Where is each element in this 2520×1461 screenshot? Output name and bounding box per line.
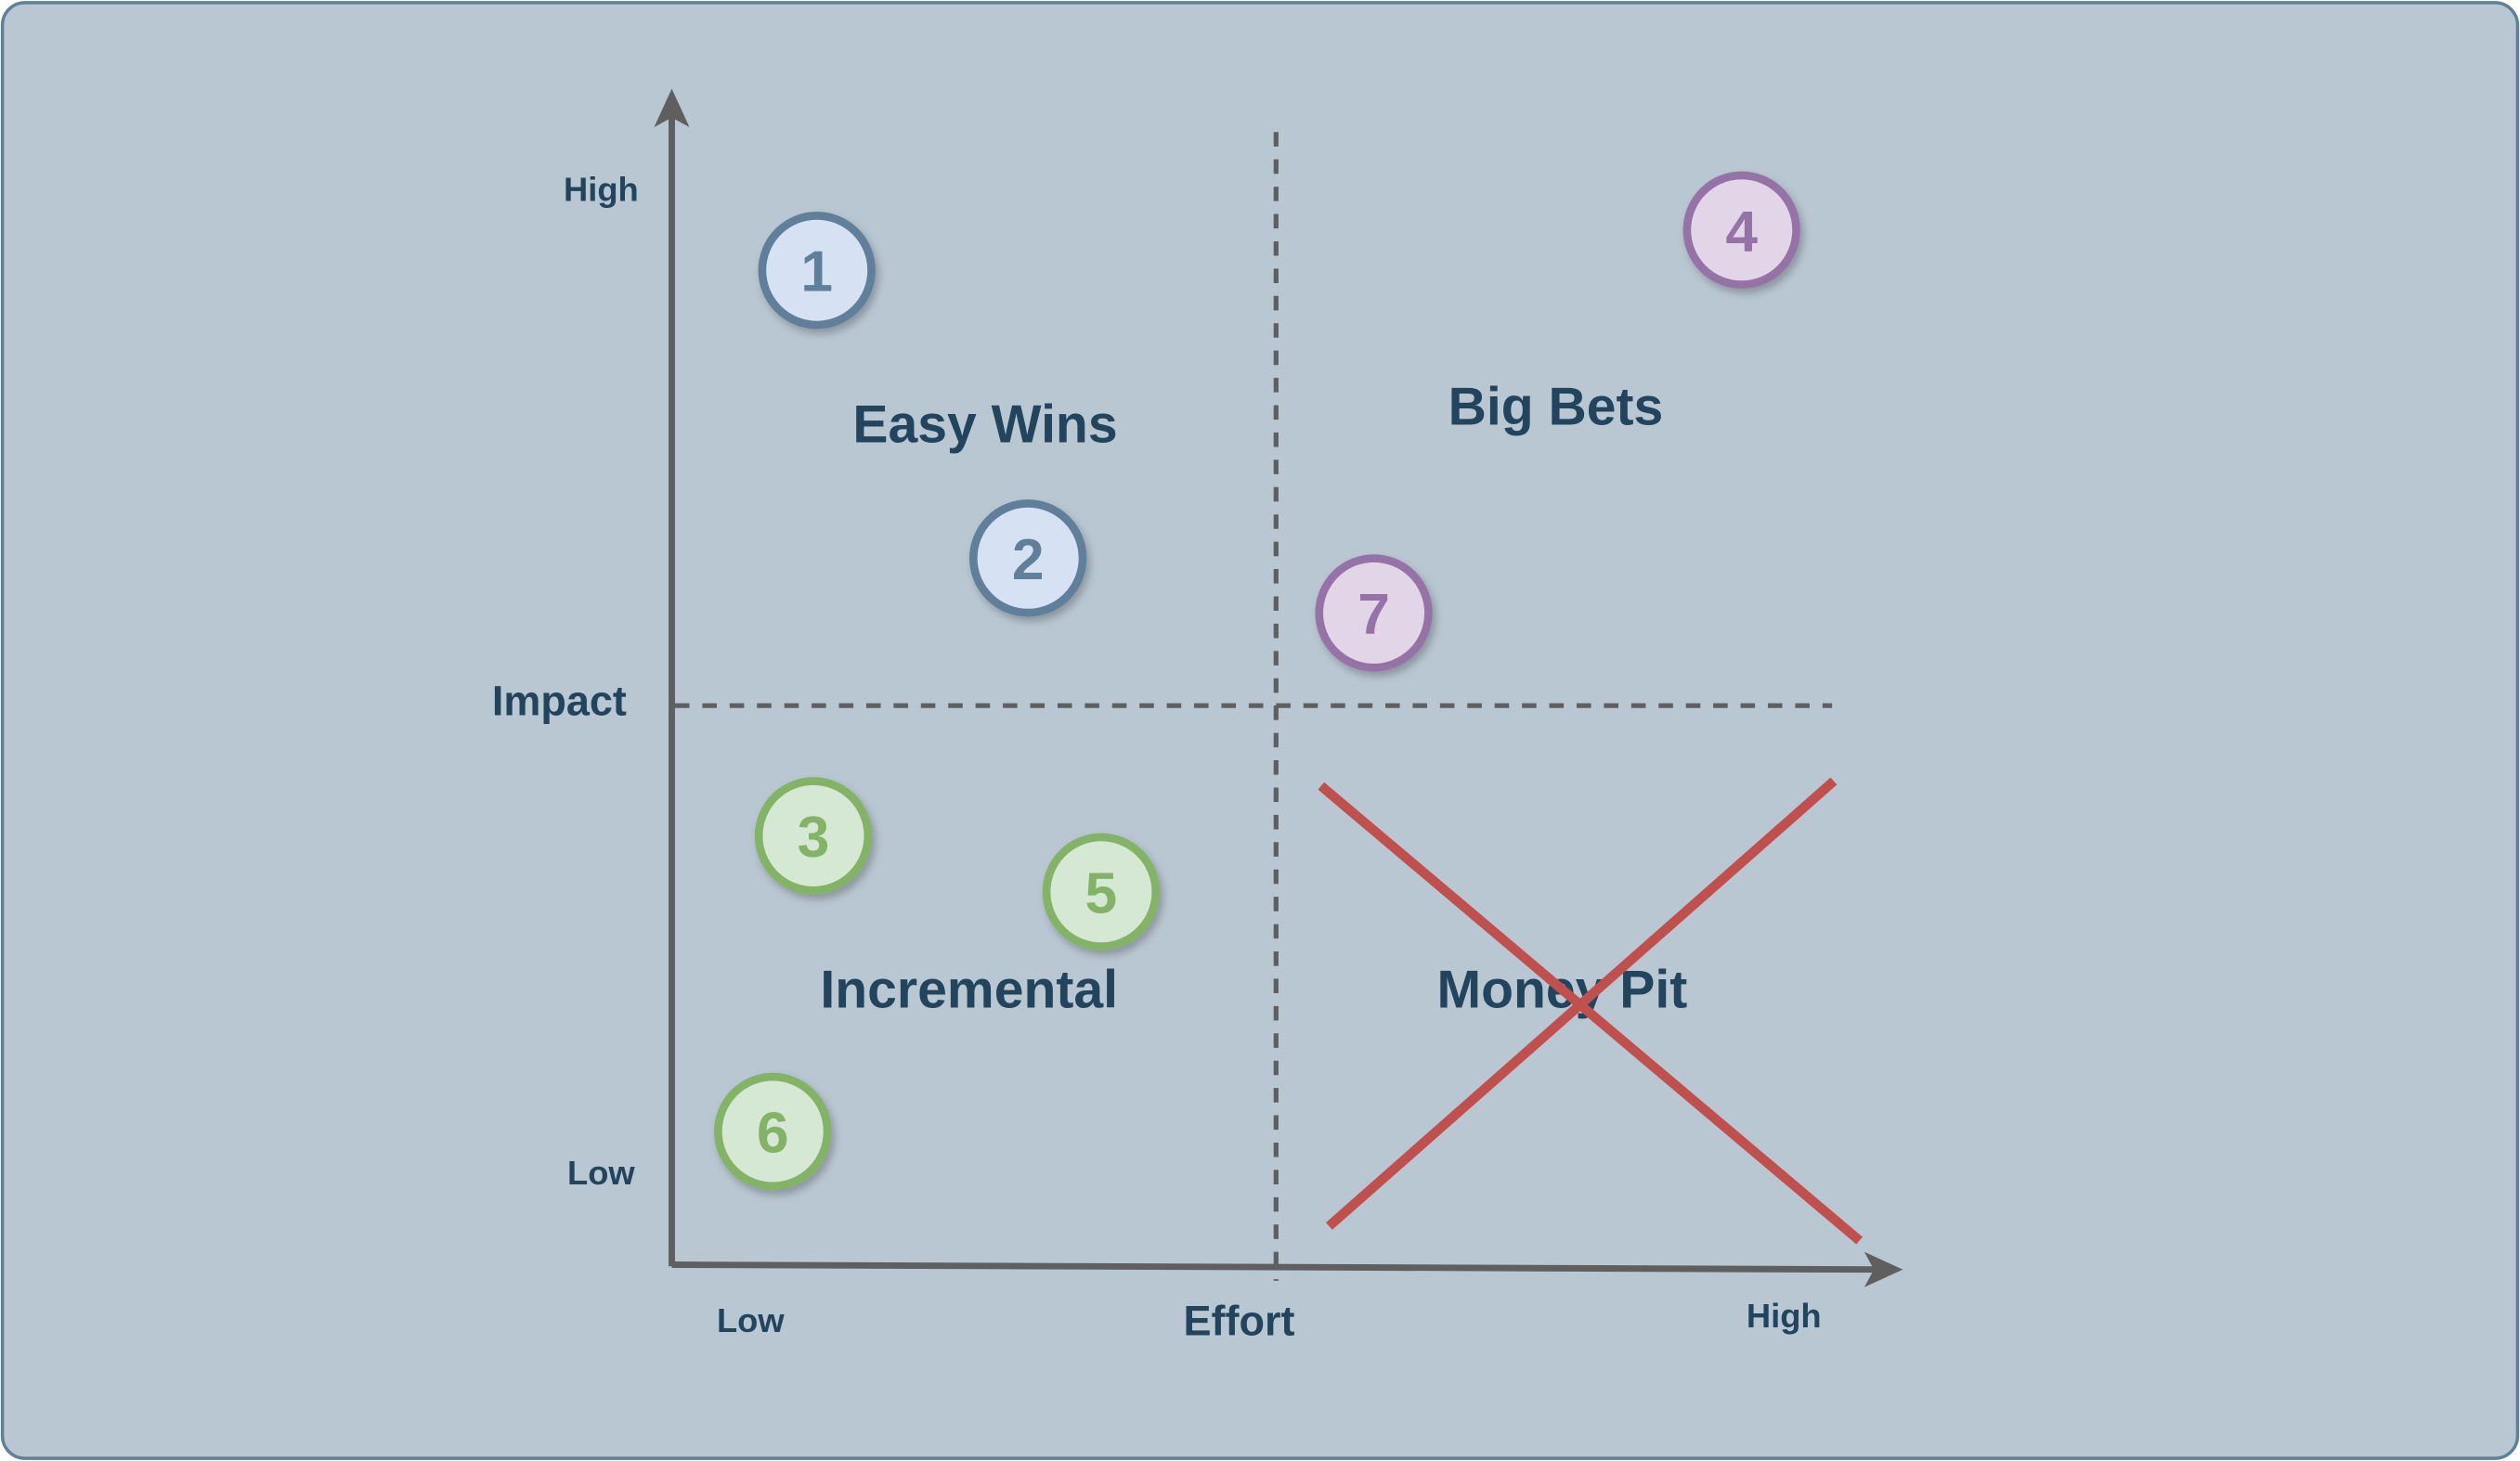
point-circle (758, 212, 876, 330)
point-circle (1042, 833, 1161, 950)
y-axis-title: Impact (492, 678, 627, 725)
point-circle (968, 499, 1087, 617)
y-axis-arrow-icon (654, 88, 690, 128)
point-label: 7 (1357, 583, 1390, 647)
point-3: 3 (754, 777, 873, 895)
cross-line-a (1318, 782, 1863, 1245)
x-axis (671, 1261, 1875, 1274)
point-label: 4 (1725, 200, 1758, 264)
point-circle (714, 1072, 832, 1191)
point-circle (1682, 171, 1800, 289)
x-axis-arrow-icon (1864, 1251, 1903, 1287)
cross-line-b (1325, 777, 1838, 1230)
point-label: 5 (1085, 861, 1118, 925)
point-1: 1 (758, 212, 876, 330)
point-label: 6 (757, 1101, 789, 1165)
quadrant-easy-wins: Easy Wins (852, 394, 1117, 454)
quadrant-incremental: Incremental (820, 961, 1118, 1020)
point-4: 4 (1682, 171, 1800, 289)
y-high-label: High (564, 171, 639, 209)
x-high-label: High (1747, 1297, 1822, 1335)
point-5: 5 (1042, 833, 1161, 950)
quadrant-big-bets: Big Bets (1448, 377, 1664, 436)
y-low-label: Low (567, 1154, 635, 1192)
x-low-label: Low (717, 1301, 785, 1339)
point-label: 3 (798, 806, 830, 870)
point-6: 6 (714, 1072, 832, 1191)
point-circle (754, 777, 873, 895)
point-label: 1 (800, 240, 833, 304)
point-2: 2 (968, 499, 1087, 617)
point-circle (1315, 554, 1433, 672)
point-label: 2 (1012, 528, 1045, 592)
points-layer: 1 2 3 4 5 6 7 (714, 171, 1800, 1191)
point-7: 7 (1315, 554, 1433, 672)
x-axis-title: Effort (1184, 1298, 1295, 1345)
